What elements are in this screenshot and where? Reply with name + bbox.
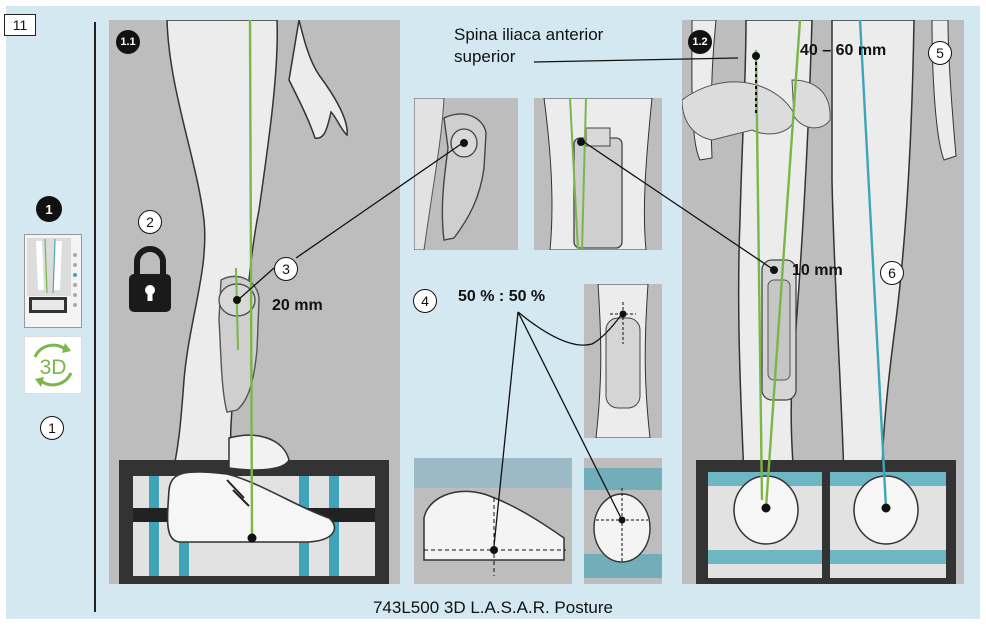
detail-knee-side bbox=[414, 98, 518, 250]
panel-1-2 bbox=[682, 20, 964, 584]
callout-2: 2 bbox=[138, 210, 162, 234]
callout-3: 3 bbox=[274, 257, 298, 281]
thumbnail-image bbox=[25, 235, 81, 327]
side-step-number: 1 bbox=[36, 196, 62, 222]
measurement-40-60mm: 40 – 60 mm bbox=[800, 42, 886, 60]
measurement-20mm: 20 mm bbox=[272, 297, 323, 315]
callout-1: 1 bbox=[40, 416, 64, 440]
panel-label-1-2: 1.2 bbox=[688, 30, 712, 54]
lock-icon bbox=[127, 246, 173, 314]
panel-label-1-1: 1.1 bbox=[116, 30, 140, 54]
landmark-label-line2: superior bbox=[454, 47, 515, 67]
callout-5: 5 bbox=[928, 41, 952, 65]
front-view-figure bbox=[682, 20, 964, 584]
measurement-10mm: 10 mm bbox=[792, 262, 843, 280]
detail-shoe-side bbox=[414, 458, 572, 584]
screenshot-thumbnail bbox=[24, 234, 82, 328]
landmark-label-line1: Spina iliaca anterior bbox=[454, 25, 603, 45]
callout-4: 4 bbox=[413, 289, 437, 313]
svg-text:3D: 3D bbox=[40, 356, 67, 379]
divider-line bbox=[94, 22, 96, 612]
detail-knee-front bbox=[534, 98, 662, 250]
figure-number: 11 bbox=[4, 14, 36, 36]
figure-caption: 743L500 3D L.A.S.A.R. Posture bbox=[0, 598, 986, 618]
detail-shoe-front bbox=[584, 458, 662, 584]
3d-rotate-icon: 3D bbox=[24, 336, 82, 394]
callout-6: 6 bbox=[880, 261, 904, 285]
measurement-ratio: 50 % : 50 % bbox=[458, 288, 545, 306]
detail-ankle-rear bbox=[584, 284, 662, 438]
